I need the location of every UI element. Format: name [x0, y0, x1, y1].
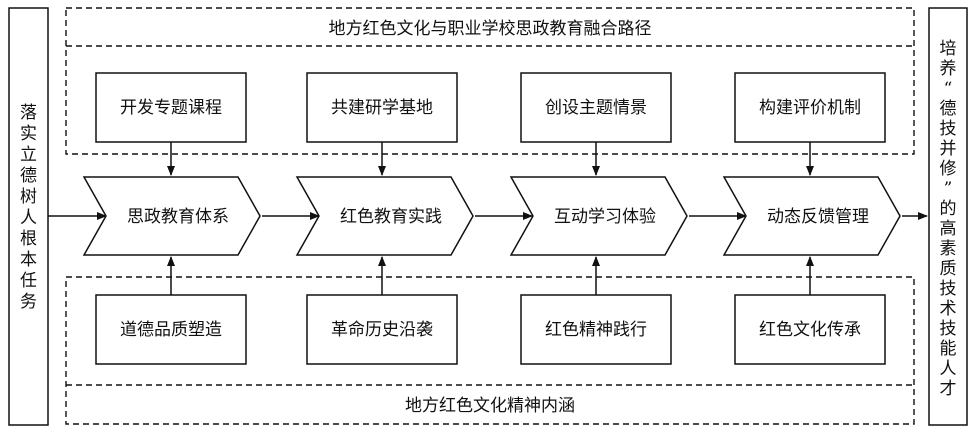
- top-box-2: [306, 72, 458, 143]
- bottom-box-label-4: 红色文化传承: [759, 320, 861, 340]
- chevron-label-3: 互动学习体验: [554, 207, 656, 227]
- top-box-label-1: 开发专题课程: [120, 98, 222, 118]
- chevron-3: [509, 176, 688, 256]
- top-box-1: [95, 72, 247, 143]
- right-goal-label: 培养“德技并修”的高素质技术技能人才: [940, 39, 957, 399]
- top-box-label-2: 共建研学基地: [331, 98, 433, 118]
- bottom-box-label-1: 道德品质塑造: [120, 320, 222, 340]
- top-box-label-3: 创设主题情景: [545, 98, 647, 118]
- bottom-box-1: [95, 294, 247, 365]
- chevron-2: [295, 176, 474, 256]
- bottom-box-label-2: 革命历史沿袭: [331, 320, 433, 340]
- bottom-box-3: [520, 294, 672, 365]
- bottom-box-4: [734, 294, 886, 365]
- chevron-label-4: 动态反馈管理: [767, 207, 869, 227]
- chevron-1: [82, 176, 261, 256]
- bottom-spirit-region: [65, 276, 915, 425]
- right-goal-box: [928, 7, 968, 426]
- chevron-label-2: 红色教育实践: [340, 207, 442, 227]
- chevron-label-1: 思政教育体系: [127, 207, 229, 227]
- bottom-box-2: [306, 294, 458, 365]
- bottom-title: 地方红色文化精神内涵: [405, 396, 575, 416]
- top-box-label-4: 构建评价机制: [759, 98, 861, 118]
- top-box-3: [520, 72, 672, 143]
- top-paths-region: [65, 7, 915, 155]
- left-goal-label: 落实立德树人根本任务: [20, 103, 37, 312]
- bottom-box-label-3: 红色精神践行: [545, 320, 647, 340]
- chevron-4: [722, 176, 901, 256]
- top-title: 地方红色文化与职业学校思政教育融合路径: [329, 19, 652, 39]
- left-goal-box: [8, 7, 49, 426]
